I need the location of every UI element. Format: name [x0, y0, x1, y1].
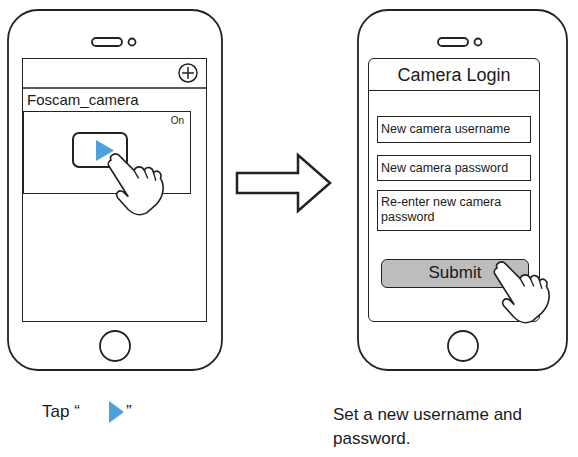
screen-title: Camera Login — [369, 59, 539, 91]
field-placeholder: New camera username — [381, 122, 527, 136]
top-bar-line — [22, 87, 207, 89]
video-panel: On — [23, 111, 191, 194]
phone-screen: New camera usernameNew camera passwordRe… — [368, 58, 540, 322]
submit-button: Submit — [381, 259, 529, 288]
phone-body — [358, 10, 567, 370]
field-placeholder: Re-enter new camera password — [381, 195, 527, 225]
add-icon — [179, 64, 197, 82]
phone-camera-dot — [129, 39, 136, 46]
caption-text: Tap “ — [42, 400, 112, 424]
flow-arrow — [237, 155, 330, 211]
input-field: New camera username — [377, 116, 531, 143]
home-button — [100, 331, 130, 361]
play-button — [73, 133, 127, 167]
pointing-hand — [108, 154, 163, 215]
button-label: Submit — [382, 260, 528, 287]
caption-text: ” — [126, 400, 146, 424]
input-field: Re-enter new camera password — [377, 190, 531, 231]
phone-screen: On Foscam_camera — [22, 58, 207, 322]
phone-speaker — [92, 38, 122, 46]
phone-speaker — [438, 38, 468, 46]
home-button — [448, 331, 478, 361]
camera-name: Foscam_camera — [27, 91, 139, 108]
field-placeholder: New camera password — [381, 161, 527, 175]
status-text: On — [171, 115, 184, 126]
play-icon — [109, 401, 124, 423]
phone-body — [8, 10, 222, 370]
pointing-hand — [494, 262, 549, 323]
input-field: New camera password — [377, 155, 531, 181]
caption-text: Set a new username and password. — [333, 403, 561, 451]
phone-camera-dot — [475, 39, 482, 46]
